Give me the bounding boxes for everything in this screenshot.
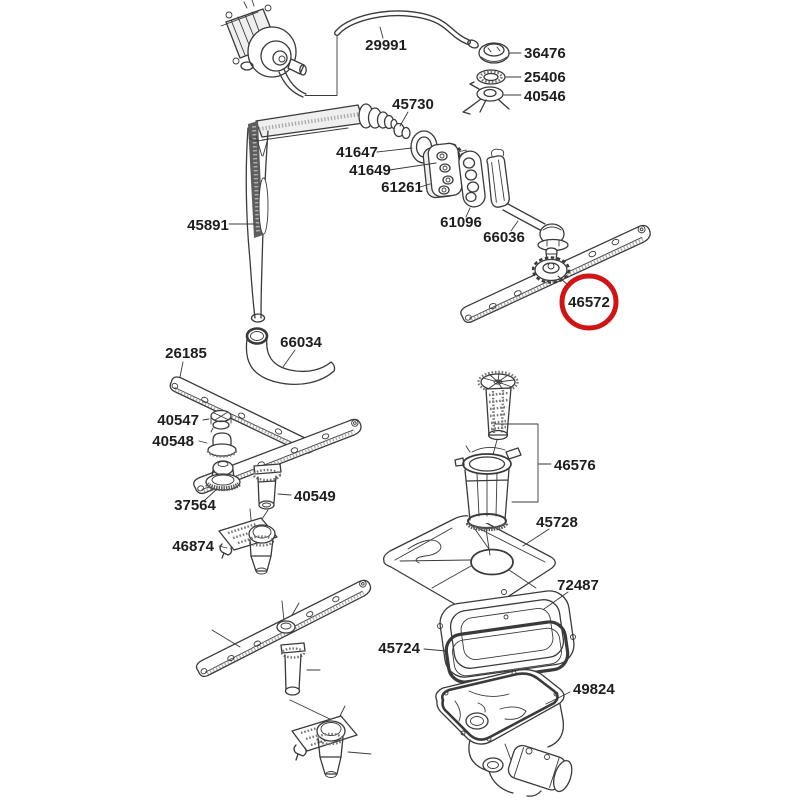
- filter-plate-45728: [382, 515, 556, 614]
- part-label-40547: 40547: [157, 412, 199, 429]
- part-label-66036: 66036: [483, 229, 525, 246]
- conduit-66036: [486, 148, 569, 258]
- washer: [476, 69, 506, 85]
- part-label-61096: 61096: [440, 214, 482, 231]
- part-label-41647: 41647: [336, 144, 378, 161]
- part-labels: 29991 36476 25406 40546 45730 416474164961261…: [152, 37, 615, 698]
- part-label-40548: 40548: [152, 433, 194, 450]
- part-label-45724: 45724: [378, 640, 420, 657]
- part-label-46874: 46874: [172, 538, 214, 555]
- sump-49824: [435, 668, 573, 797]
- part-label-37564: 37564: [174, 497, 216, 514]
- duplicate-arm-assembly: [195, 579, 372, 778]
- part-label-45891: 45891: [187, 217, 229, 234]
- part-label-46576: 46576: [554, 457, 596, 474]
- upper-spray-arm-46572: [460, 224, 651, 323]
- part-label-45730: 45730: [392, 96, 434, 113]
- part-label-25406: 25406: [524, 69, 566, 86]
- filter-assembly-46576: [454, 370, 522, 556]
- part-label-49824: 49824: [573, 681, 615, 698]
- cap-40547: [210, 409, 232, 433]
- feed-tube: [245, 103, 398, 323]
- seal-45730: [393, 122, 411, 140]
- flow-washer: [462, 81, 510, 115]
- part-label-36476: 36476: [524, 45, 566, 62]
- hose-cap: [478, 42, 510, 64]
- fill-hose: [334, 10, 479, 49]
- bearing-40548: [206, 432, 238, 458]
- part-label-29991: 29991: [365, 37, 407, 54]
- part-label-40546: 40546: [524, 88, 566, 105]
- part-label-45728: 45728: [536, 514, 578, 531]
- highlight-circle: [559, 273, 619, 331]
- hub-37564: [205, 460, 241, 492]
- gasket-61096: [458, 150, 486, 208]
- bracket-46874: [218, 517, 278, 575]
- part-label-26185: 26185: [165, 345, 207, 362]
- manifold-61261: [422, 142, 472, 199]
- part-label-66034: 66034: [280, 334, 322, 351]
- part-label-72487: 72487: [557, 577, 599, 594]
- part-label-40549: 40549: [294, 488, 336, 505]
- part-label-61261: 61261: [381, 179, 423, 196]
- pump-motor-assembly: [220, 0, 338, 98]
- part-label-46572: 46572: [568, 294, 610, 311]
- part-label-41649: 41649: [349, 162, 391, 179]
- drain-hose-66034: [245, 327, 336, 386]
- tube-40549: [252, 463, 282, 510]
